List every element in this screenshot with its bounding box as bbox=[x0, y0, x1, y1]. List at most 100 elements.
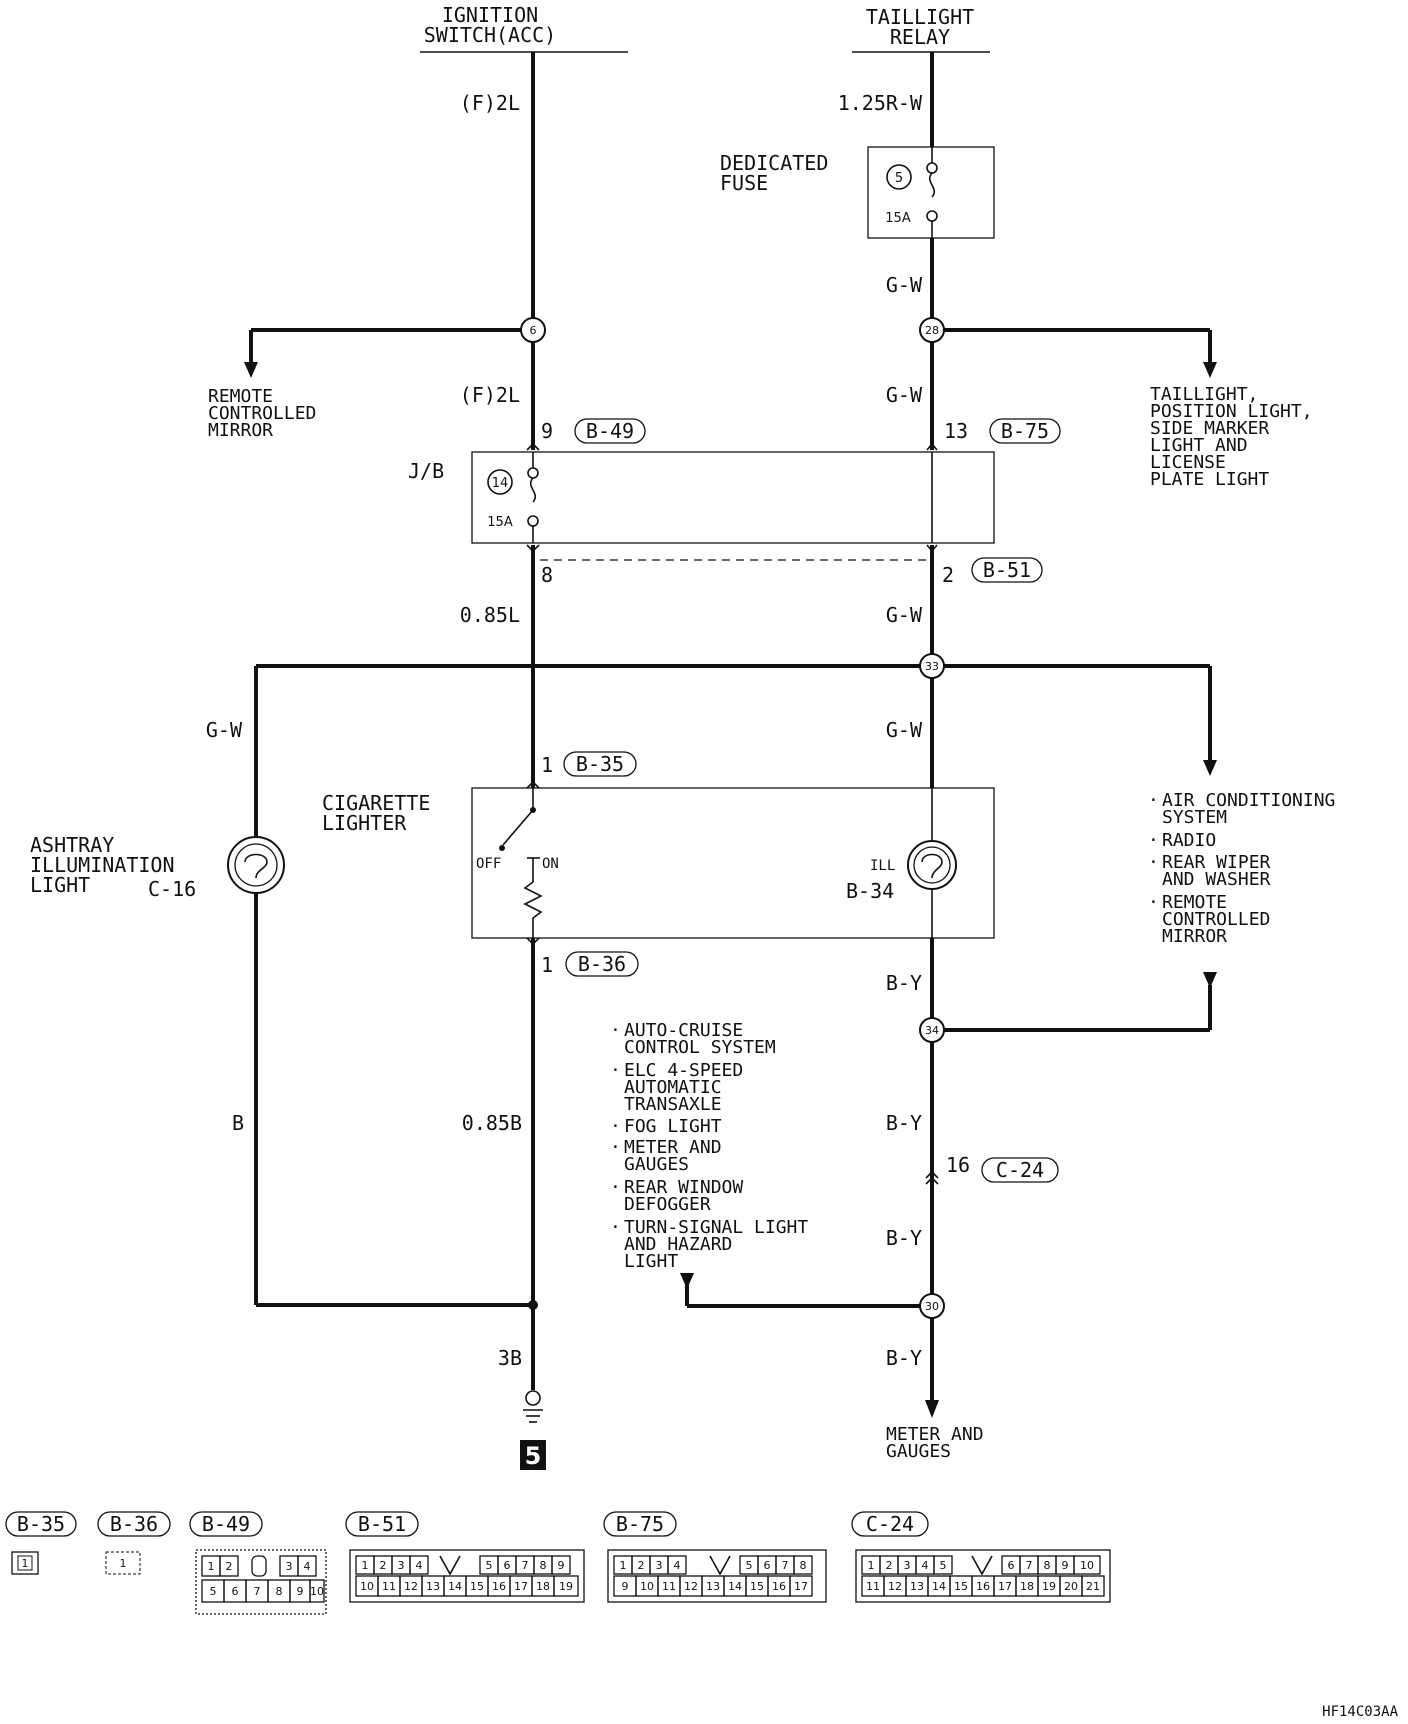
meter-destination: METER AND GAUGES bbox=[886, 1424, 984, 1462]
svg-text:12: 12 bbox=[404, 1580, 418, 1593]
svg-text:C-24: C-24 bbox=[866, 1512, 914, 1536]
svg-text:AIR CONDITIONING: AIR CONDITIONING bbox=[1162, 790, 1335, 811]
svg-text:15A: 15A bbox=[487, 515, 513, 530]
svg-text:3: 3 bbox=[656, 1559, 663, 1572]
pin-labels: 9 B-49 13 B-75 8 2 B-51 1 B-35 1 B-36 16… bbox=[541, 418, 1061, 1185]
svg-text:GAUGES: GAUGES bbox=[886, 1441, 951, 1462]
svg-text:AND HAZARD: AND HAZARD bbox=[624, 1234, 732, 1255]
svg-text:CIGARETTE: CIGARETTE bbox=[322, 791, 430, 815]
taillight-group-destination: TAILLIGHT, POSITION LIGHT, SIDE MARKER L… bbox=[1150, 384, 1313, 490]
svg-text:8: 8 bbox=[800, 1559, 807, 1572]
svg-text:TAILLIGHT: TAILLIGHT bbox=[866, 5, 974, 29]
svg-text:·: · bbox=[1148, 830, 1159, 851]
svg-text:RADIO: RADIO bbox=[1162, 830, 1216, 851]
svg-text:9: 9 bbox=[297, 1585, 304, 1598]
svg-text:19: 19 bbox=[559, 1580, 573, 1593]
ignition-switch-label: IGNITION SWITCH(ACC) bbox=[420, 3, 628, 53]
svg-text:B-36: B-36 bbox=[110, 1512, 158, 1536]
svg-text:16: 16 bbox=[976, 1580, 990, 1593]
svg-text:ON: ON bbox=[542, 856, 559, 872]
svg-text:B-Y: B-Y bbox=[886, 1346, 922, 1370]
svg-text:·: · bbox=[1148, 852, 1159, 873]
svg-text:B-49: B-49 bbox=[586, 419, 634, 443]
svg-text:ILLUMINATION: ILLUMINATION bbox=[30, 853, 175, 877]
dedicated-fuse: DEDICATED FUSE 5 15A bbox=[720, 146, 995, 239]
diagram-code: HF14C03AA bbox=[1322, 1704, 1398, 1720]
svg-text:G-W: G-W bbox=[886, 718, 923, 742]
arrow-heads bbox=[244, 362, 1217, 1418]
svg-text:14: 14 bbox=[492, 476, 509, 491]
svg-text:15: 15 bbox=[750, 1580, 764, 1593]
svg-text:14: 14 bbox=[932, 1580, 946, 1593]
wire-color-labels: (F)2L 1.25R-W G-W (F)2L G-W 0.85L G-W G-… bbox=[206, 91, 923, 1370]
svg-text:SIDE MARKER: SIDE MARKER bbox=[1150, 418, 1269, 439]
svg-text:1.25R-W: 1.25R-W bbox=[838, 91, 923, 115]
svg-text:PLATE LIGHT: PLATE LIGHT bbox=[1150, 469, 1269, 490]
svg-text:MIRROR: MIRROR bbox=[1162, 926, 1227, 947]
svg-text:6: 6 bbox=[1008, 1559, 1015, 1572]
svg-text:12: 12 bbox=[888, 1580, 902, 1593]
svg-text:10: 10 bbox=[360, 1580, 374, 1593]
svg-text:REAR WIPER: REAR WIPER bbox=[1162, 852, 1271, 873]
svg-text:TAILLIGHT,: TAILLIGHT, bbox=[1150, 384, 1258, 405]
svg-text:J/B: J/B bbox=[408, 459, 444, 483]
svg-text:18: 18 bbox=[1020, 1580, 1034, 1593]
svg-text:6: 6 bbox=[504, 1559, 511, 1572]
svg-text:16: 16 bbox=[946, 1153, 970, 1177]
svg-text:9: 9 bbox=[558, 1559, 565, 1572]
svg-text:G-W: G-W bbox=[206, 718, 243, 742]
svg-text:5: 5 bbox=[746, 1559, 753, 1572]
svg-text:C-24: C-24 bbox=[996, 1158, 1044, 1182]
svg-text:9: 9 bbox=[622, 1580, 629, 1593]
svg-text:3: 3 bbox=[286, 1560, 293, 1573]
svg-text:C-16: C-16 bbox=[148, 877, 196, 901]
svg-text:19: 19 bbox=[1042, 1580, 1056, 1593]
svg-text:10: 10 bbox=[640, 1580, 654, 1593]
junction-points: 6 28 33 34 30 bbox=[520, 317, 945, 1319]
svg-text:5: 5 bbox=[210, 1585, 217, 1598]
svg-text:B-51: B-51 bbox=[358, 1512, 406, 1536]
svg-text:14: 14 bbox=[728, 1580, 742, 1593]
svg-text:13: 13 bbox=[426, 1580, 440, 1593]
svg-text:SWITCH(ACC): SWITCH(ACC) bbox=[424, 23, 556, 47]
svg-text:4: 4 bbox=[674, 1559, 681, 1572]
svg-text:17: 17 bbox=[514, 1580, 528, 1593]
svg-text:1: 1 bbox=[541, 953, 553, 977]
svg-text:B: B bbox=[232, 1111, 244, 1135]
svg-text:14: 14 bbox=[448, 1580, 462, 1593]
svg-text:11: 11 bbox=[662, 1580, 676, 1593]
svg-text:1: 1 bbox=[208, 1560, 215, 1573]
svg-text:8: 8 bbox=[276, 1585, 283, 1598]
svg-text:B-34: B-34 bbox=[846, 879, 894, 903]
svg-text:2: 2 bbox=[226, 1560, 233, 1573]
taillight-relay-label: TAILLIGHT RELAY bbox=[852, 5, 990, 53]
svg-text:AUTO-CRUISE: AUTO-CRUISE bbox=[624, 1020, 743, 1041]
svg-text:6: 6 bbox=[232, 1585, 239, 1598]
svg-text:B-35: B-35 bbox=[17, 1512, 65, 1536]
svg-text:CONTROLLED: CONTROLLED bbox=[208, 403, 316, 424]
svg-text:TRANSAXLE: TRANSAXLE bbox=[624, 1094, 722, 1115]
svg-text:1: 1 bbox=[22, 1557, 29, 1570]
svg-text:15: 15 bbox=[470, 1580, 484, 1593]
svg-text:17: 17 bbox=[794, 1580, 808, 1593]
svg-text:RELAY: RELAY bbox=[890, 25, 950, 49]
svg-text:G-W: G-W bbox=[886, 383, 923, 407]
svg-text:LIGHT AND: LIGHT AND bbox=[1150, 435, 1248, 456]
svg-text:·: · bbox=[610, 1116, 621, 1137]
svg-text:1: 1 bbox=[120, 1557, 127, 1570]
svg-text:B-75: B-75 bbox=[616, 1512, 664, 1536]
svg-text:·: · bbox=[610, 1217, 621, 1238]
svg-text:ASHTRAY: ASHTRAY bbox=[30, 833, 114, 857]
svg-text:7: 7 bbox=[1026, 1559, 1033, 1572]
svg-text:34: 34 bbox=[925, 1024, 939, 1037]
svg-text:·: · bbox=[610, 1137, 621, 1158]
svg-text:·: · bbox=[1148, 892, 1159, 913]
svg-text:18: 18 bbox=[536, 1580, 550, 1593]
svg-text:B-75: B-75 bbox=[1001, 419, 1049, 443]
svg-text:9: 9 bbox=[1062, 1559, 1069, 1572]
svg-text:15: 15 bbox=[954, 1580, 968, 1593]
svg-text:DEFOGGER: DEFOGGER bbox=[624, 1194, 711, 1215]
svg-text:3: 3 bbox=[904, 1559, 911, 1572]
svg-text:CONTROL SYSTEM: CONTROL SYSTEM bbox=[624, 1037, 776, 1058]
